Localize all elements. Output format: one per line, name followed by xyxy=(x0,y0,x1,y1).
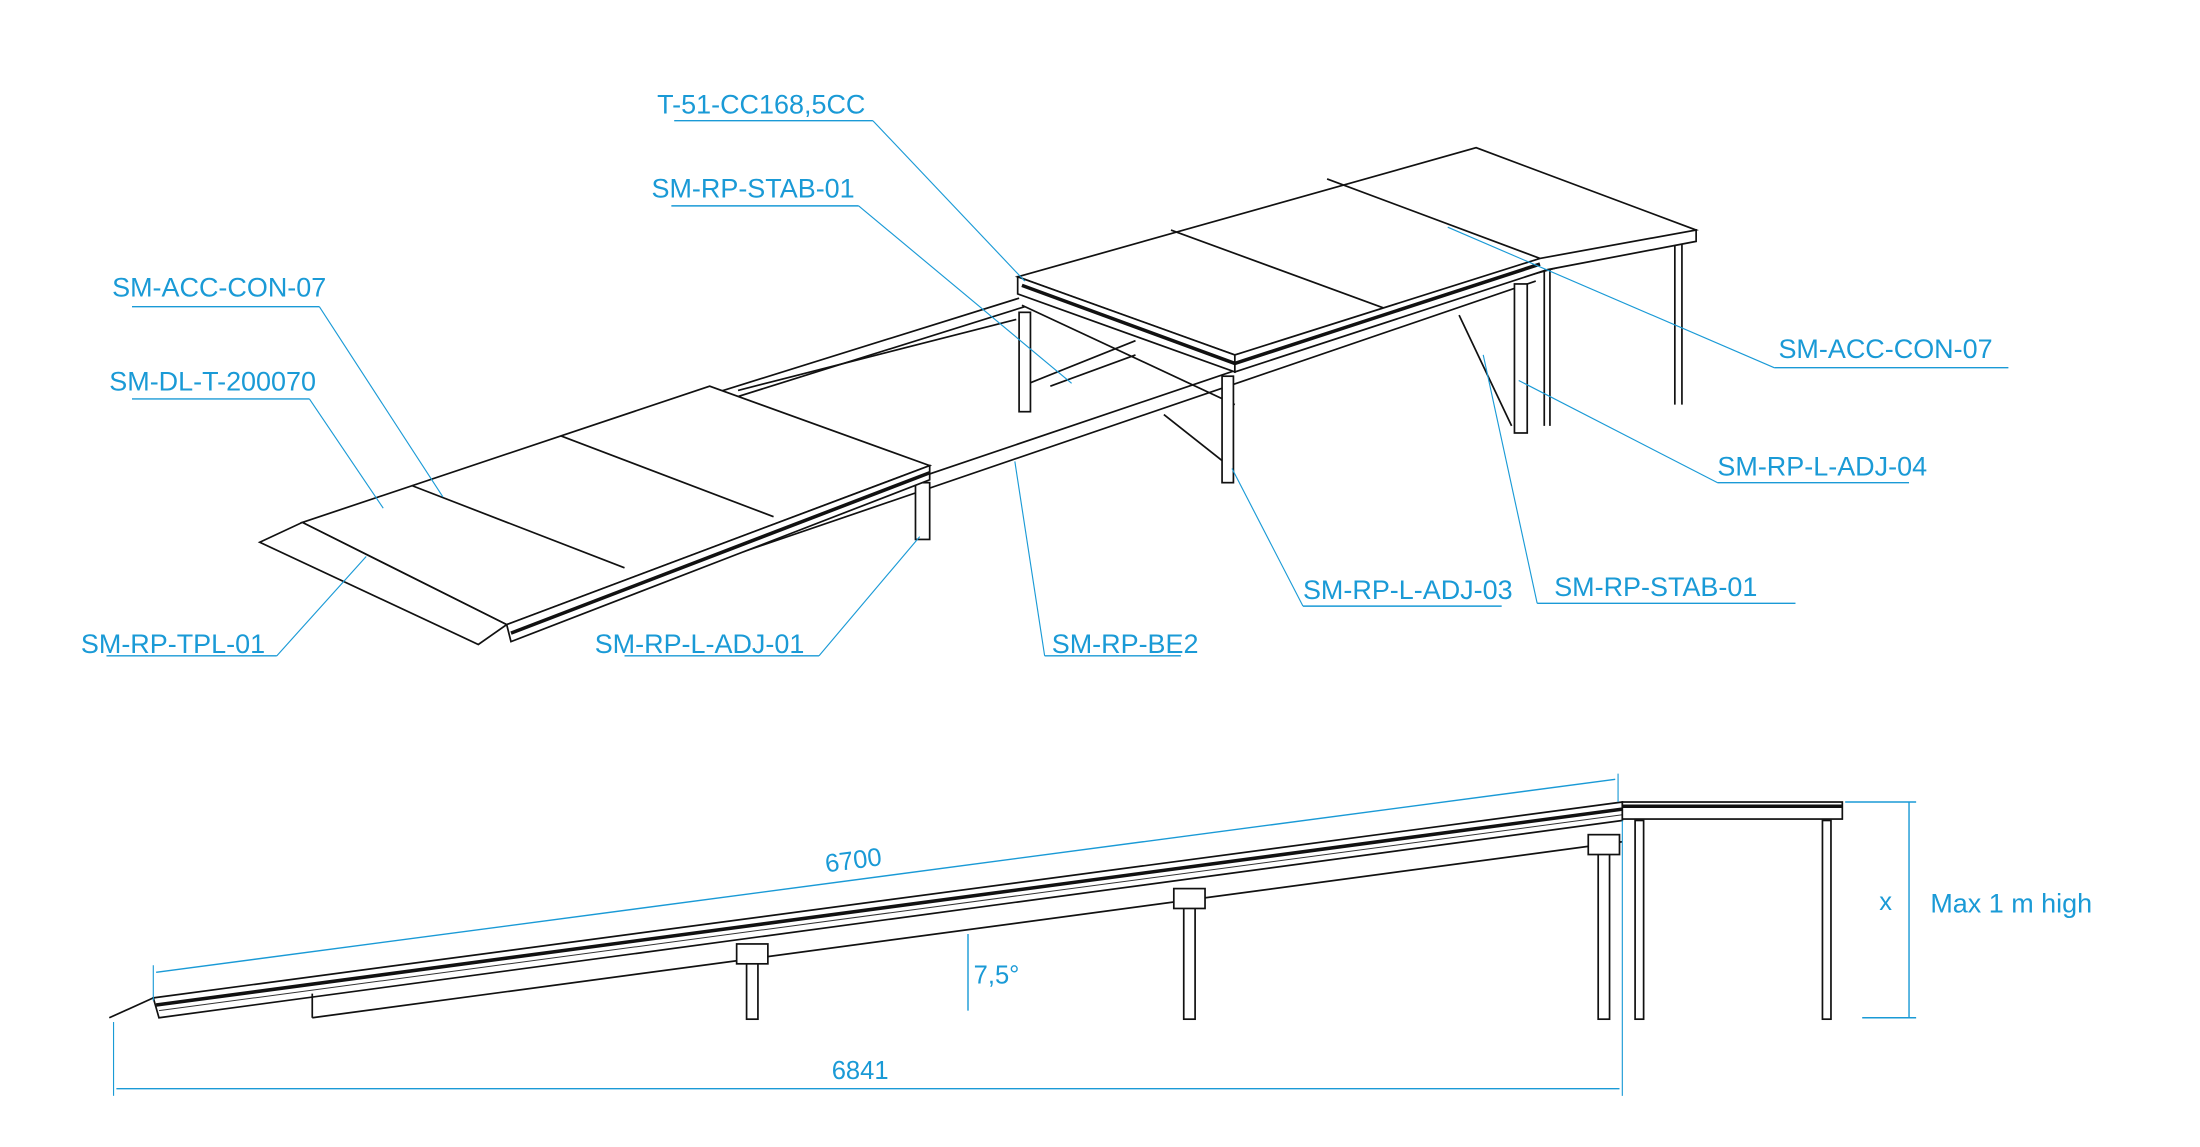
dimensions: 6700 6841 7,5° x Max 1 m high xyxy=(112,773,2092,1096)
side-legs xyxy=(735,819,1832,1021)
label-con-left: SM-ACC-CON-07 xyxy=(112,273,326,303)
label-stab-left: SM-RP-STAB-01 xyxy=(651,173,854,203)
label-beam: SM-RP-BE2 xyxy=(1052,629,1199,659)
dim-ramp-length: 6700 xyxy=(823,843,883,878)
label-leg-03: SM-RP-L-ADJ-03 xyxy=(1303,575,1513,605)
height-note: Max 1 m high xyxy=(1930,889,2092,919)
label-leg-01: SM-RP-L-ADJ-01 xyxy=(595,629,805,659)
dim-total-length: 6841 xyxy=(832,1057,889,1085)
label-tpl: SM-RP-TPL-01 xyxy=(81,629,265,659)
dim-angle: 7,5° xyxy=(974,962,1020,990)
side-view: 6700 6841 7,5° x Max 1 m high xyxy=(108,773,2092,1096)
label-stab-right: SM-RP-STAB-01 xyxy=(1554,572,1757,602)
label-top-frame: T-51-CC168,5CC xyxy=(657,90,865,120)
label-deck: SM-DL-T-200070 xyxy=(109,366,316,396)
callouts: T-51-CC168,5CC SM-RP-STAB-01 SM-ACC-CON-… xyxy=(81,90,2009,659)
lower-ramp-deck xyxy=(257,385,933,646)
dim-height-var: x xyxy=(1879,888,1892,916)
isometric-view xyxy=(257,146,1699,646)
upper-platform xyxy=(1014,146,1699,374)
label-leg-04: SM-RP-L-ADJ-04 xyxy=(1717,452,1927,482)
label-con-right: SM-ACC-CON-07 xyxy=(1778,334,1992,364)
